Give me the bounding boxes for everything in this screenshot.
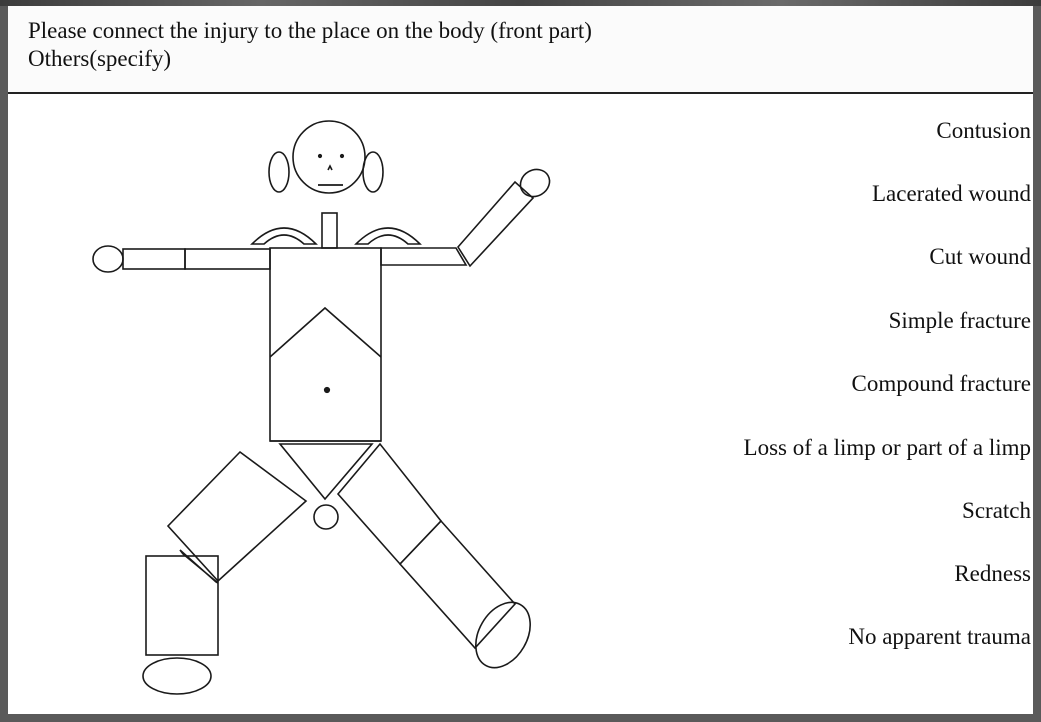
eye-right bbox=[341, 155, 344, 158]
form-header: Please connect the injury to the place o… bbox=[8, 6, 1033, 94]
shin-left-connector[interactable] bbox=[180, 550, 218, 583]
eye-left bbox=[319, 155, 322, 158]
nose bbox=[328, 166, 332, 170]
groin[interactable] bbox=[314, 505, 338, 529]
injury-redness[interactable]: Redness bbox=[954, 561, 1031, 587]
body-diagram bbox=[8, 94, 608, 714]
injury-lacerated-wound[interactable]: Lacerated wound bbox=[872, 181, 1031, 207]
injury-no-apparent-trauma[interactable]: No apparent trauma bbox=[848, 624, 1031, 650]
pelvis[interactable] bbox=[280, 444, 372, 499]
shoulder-left[interactable] bbox=[252, 228, 316, 244]
forearm-left[interactable] bbox=[123, 249, 185, 269]
instruction-text: Please connect the injury to the place o… bbox=[28, 18, 592, 44]
navel bbox=[325, 388, 330, 393]
hand-right[interactable] bbox=[516, 164, 555, 202]
shin-right[interactable] bbox=[400, 521, 515, 648]
injury-contusion[interactable]: Contusion bbox=[936, 118, 1031, 144]
injury-simple-fracture[interactable]: Simple fracture bbox=[889, 308, 1031, 334]
forearm-right[interactable] bbox=[458, 182, 533, 266]
injury-loss-of-limb[interactable]: Loss of a limp or part of a limp bbox=[744, 435, 1031, 461]
injury-compound-fracture[interactable]: Compound fracture bbox=[852, 371, 1031, 397]
foot-left[interactable] bbox=[143, 658, 211, 694]
diagram-area: Contusion Lacerated wound Cut wound Simp… bbox=[8, 94, 1033, 714]
shoulder-right[interactable] bbox=[356, 228, 420, 244]
head[interactable] bbox=[293, 121, 365, 193]
chest-line bbox=[270, 308, 381, 357]
ear-left[interactable] bbox=[269, 152, 289, 192]
ear-right[interactable] bbox=[363, 152, 383, 192]
thigh-right[interactable] bbox=[338, 444, 441, 564]
injury-cut-wound[interactable]: Cut wound bbox=[929, 244, 1031, 270]
torso[interactable] bbox=[270, 248, 381, 441]
injury-scratch[interactable]: Scratch bbox=[962, 498, 1031, 524]
others-specify-label: Others(specify) bbox=[28, 46, 171, 72]
shin-left[interactable] bbox=[146, 556, 218, 655]
thigh-left[interactable] bbox=[168, 452, 306, 581]
upper-arm-left[interactable] bbox=[185, 249, 270, 269]
upper-arm-right[interactable] bbox=[381, 248, 466, 265]
foot-right[interactable] bbox=[465, 593, 542, 678]
hand-left[interactable] bbox=[93, 246, 123, 272]
neck[interactable] bbox=[322, 213, 337, 248]
